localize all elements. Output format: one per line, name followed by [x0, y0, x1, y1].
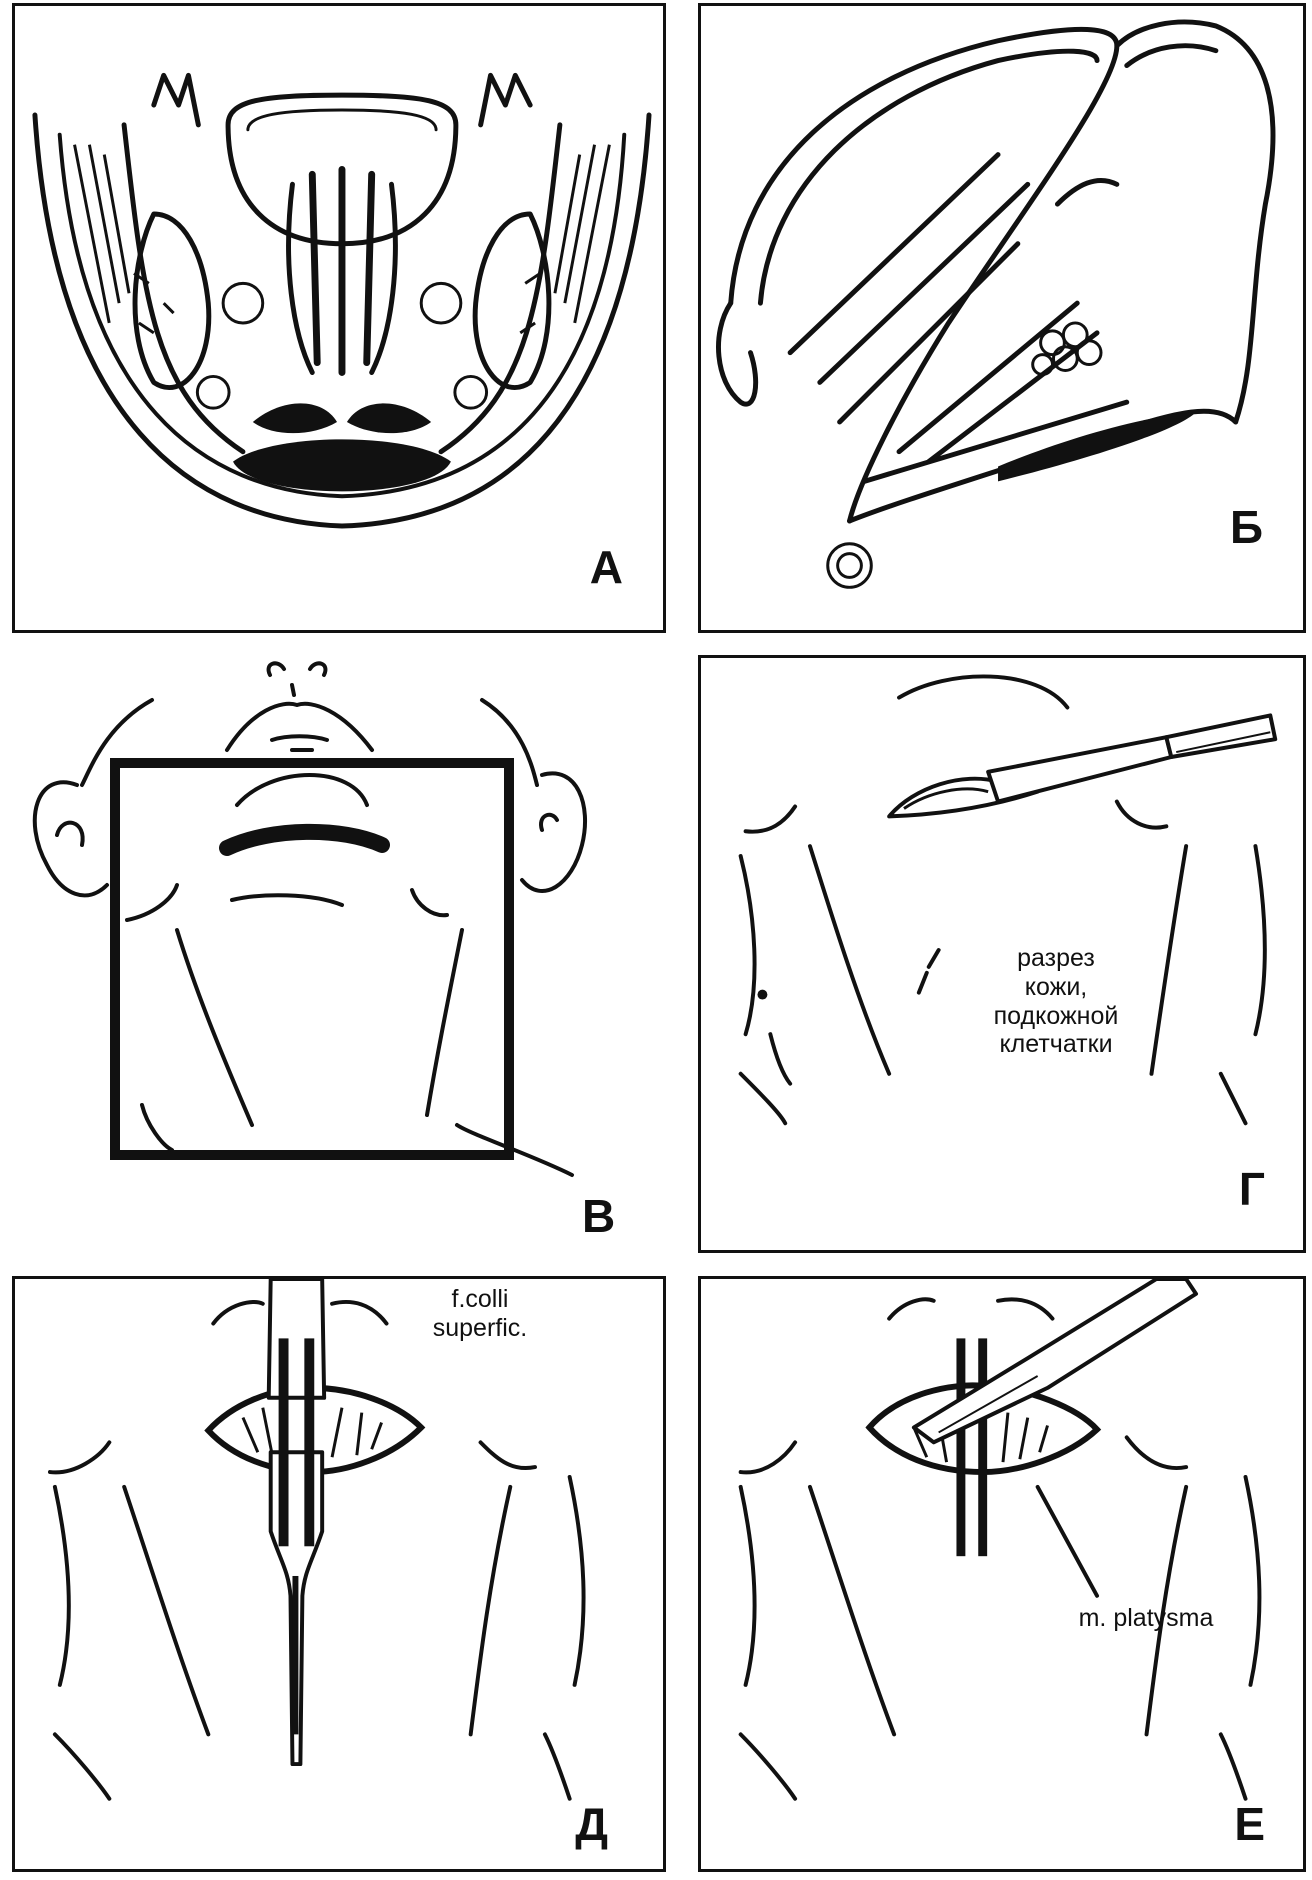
- annotation-line: кожи,: [1024, 972, 1088, 1001]
- panel-label: Д: [575, 1798, 608, 1850]
- annotation-line: superfic.: [432, 1313, 528, 1342]
- panel-g: разрез кожи, подкожной клетчатки Г: [698, 655, 1306, 1253]
- panel-label: В: [582, 1190, 616, 1242]
- platysma-dissection-illustration: [738, 1279, 1262, 1801]
- annotation-line: разрез: [1017, 944, 1095, 972]
- annotation-line: подкожной: [993, 1001, 1119, 1030]
- panel-d: f.colli superfic. Д: [12, 1276, 666, 1872]
- panel-e: m. platysma Е: [698, 1276, 1306, 1872]
- head-and-neck-illustration: [32, 661, 588, 1177]
- panel-v: В: [12, 655, 666, 1258]
- sagittal-section-illustration: [716, 19, 1276, 589]
- annotation-line: клетчатки: [999, 1030, 1113, 1059]
- panel-b: Б: [698, 3, 1306, 633]
- panel-label: Г: [1238, 1163, 1265, 1215]
- annotation-line: f.colli: [451, 1285, 509, 1313]
- panel-label: А: [589, 541, 623, 593]
- platysma-annotation: m. platysma: [1078, 1604, 1214, 1632]
- panel-a: А: [12, 3, 666, 633]
- superficial-fascia-illustration: [47, 1279, 586, 1801]
- panel-label: Е: [1234, 1798, 1265, 1850]
- panel-label: Б: [1229, 501, 1263, 553]
- fascia-annotation: f.colli superfic.: [410, 1285, 550, 1343]
- incision-annotation: разрез кожи, подкожной клетчатки: [976, 944, 1136, 1059]
- skin-incision-illustration: [738, 674, 1278, 1126]
- cross-section-illustration: [32, 72, 652, 529]
